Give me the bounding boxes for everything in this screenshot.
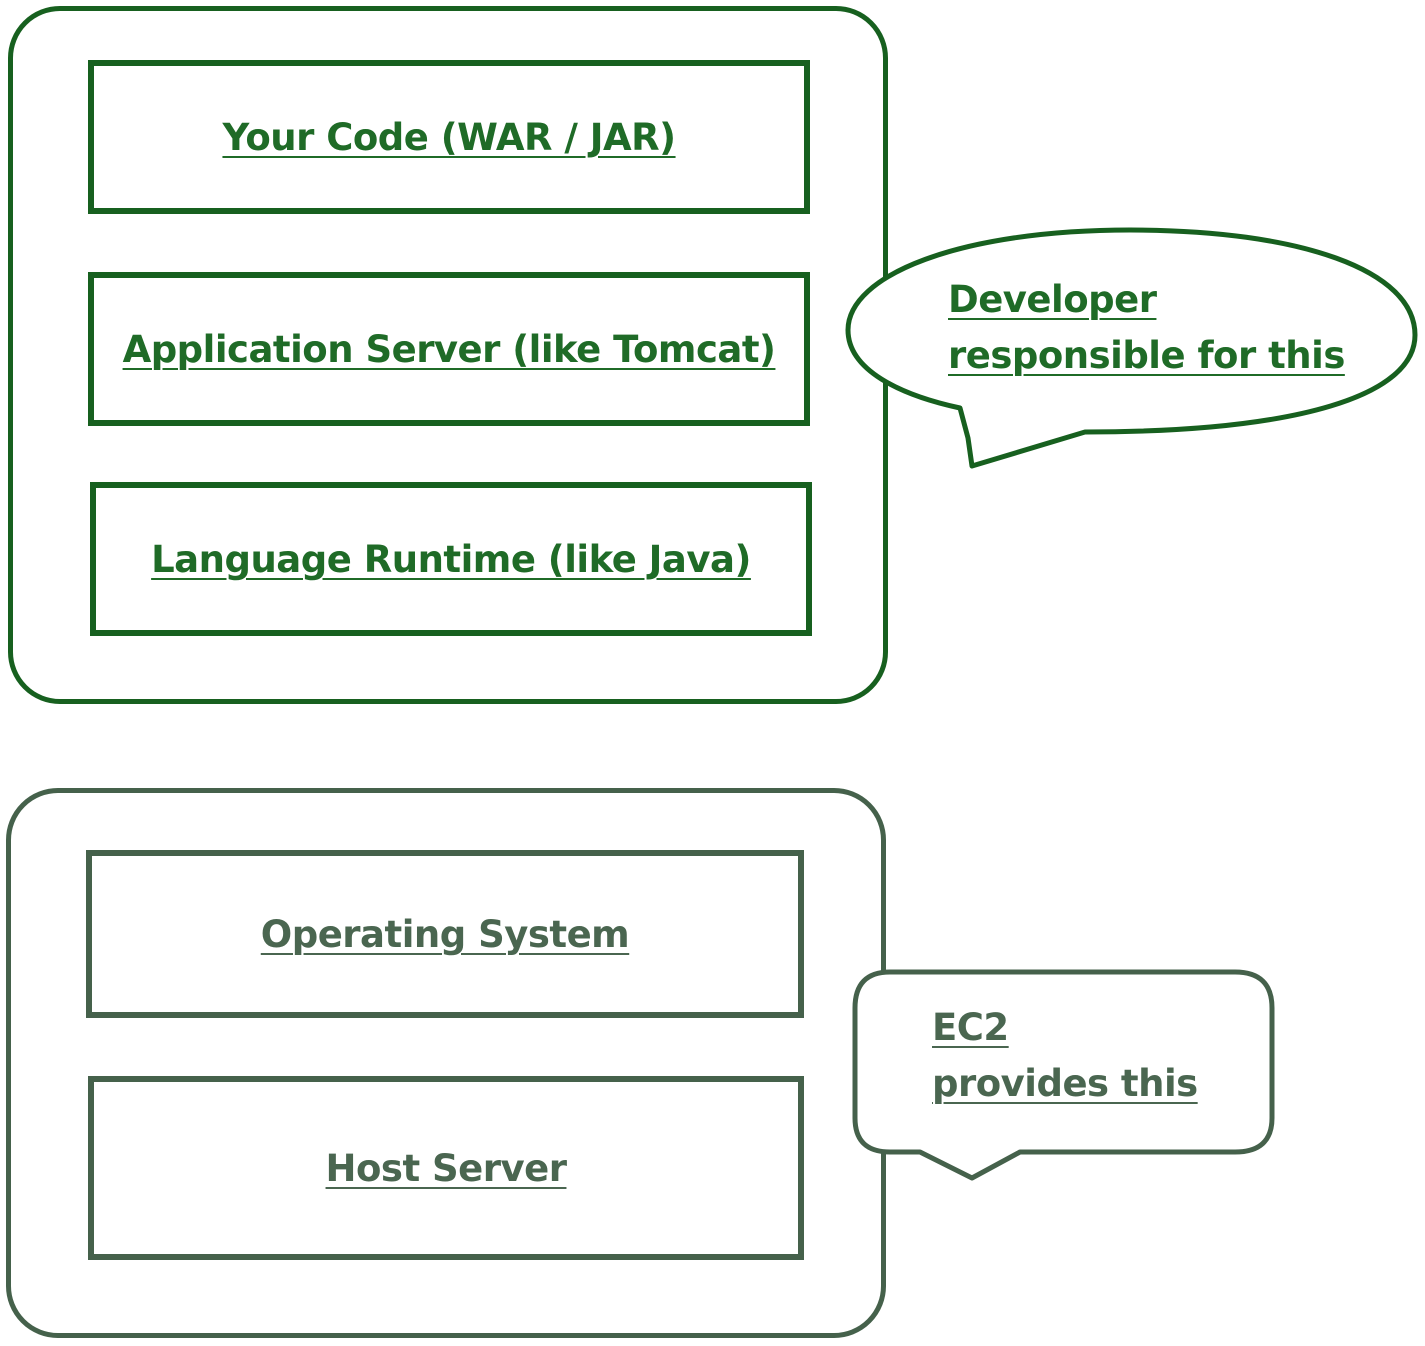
host-server-layer: Host Server (88, 1076, 804, 1260)
operating-system-layer: Operating System (86, 850, 804, 1018)
language-runtime-layer: Language Runtime (like Java) (90, 482, 812, 636)
ec2-callout-text: EC2 provides this (932, 1000, 1198, 1112)
language-runtime-label: Language Runtime (like Java) (151, 537, 751, 581)
ec2-callout-line-2: provides this (932, 1062, 1198, 1105)
your-code-layer: Your Code (WAR / JAR) (88, 60, 810, 214)
developer-callout-bubble (845, 227, 1418, 469)
your-code-label: Your Code (WAR / JAR) (222, 115, 676, 159)
host-server-label: Host Server (325, 1146, 567, 1190)
operating-system-label: Operating System (260, 912, 630, 956)
developer-callout-line-2: responsible for this (948, 334, 1345, 377)
ec2-callout-bubble (852, 969, 1275, 1181)
ec2-callout-line-1: EC2 (932, 1006, 1009, 1049)
developer-callout-text: Developer responsible for this (948, 272, 1345, 384)
developer-callout-line-1: Developer (948, 278, 1157, 321)
application-server-label: Application Server (like Tomcat) (122, 327, 776, 371)
application-server-layer: Application Server (like Tomcat) (88, 272, 810, 426)
